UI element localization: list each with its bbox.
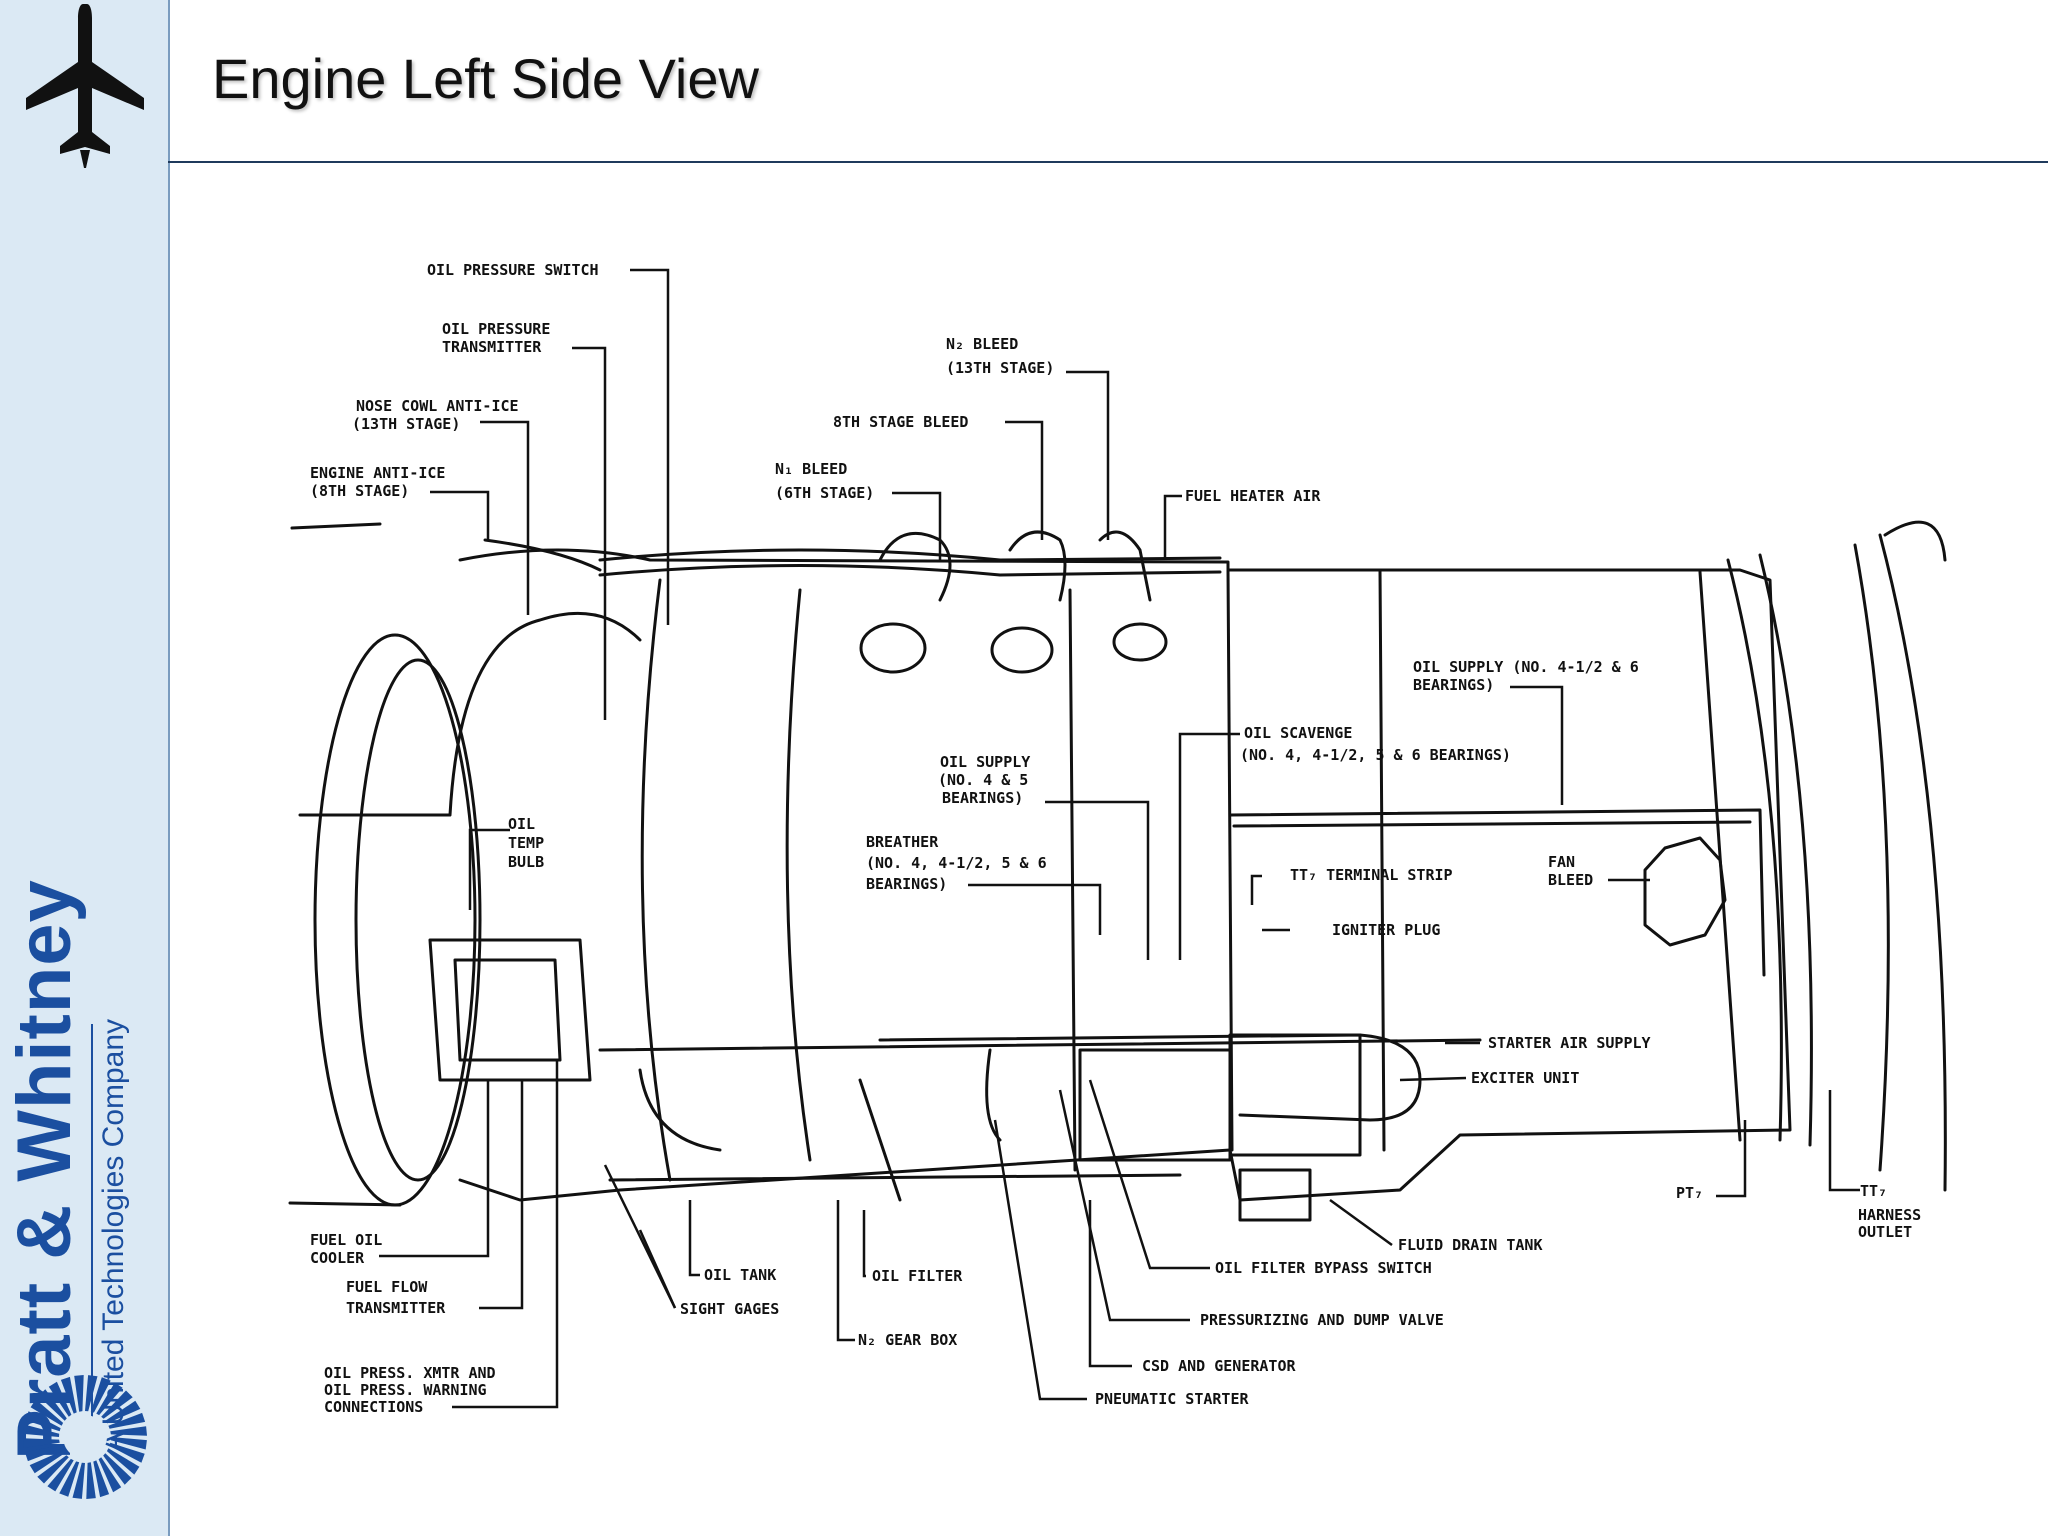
sidebar: Pratt & Whitney A United Technologies Co… xyxy=(0,0,170,1536)
leader-lines xyxy=(379,268,1860,1409)
callout-fan-bleed-1: FAN xyxy=(1548,853,1575,871)
callout-oil-supply-4-5-3: BEARINGS) xyxy=(942,789,1023,807)
callout-starter-air-supply: STARTER AIR SUPPLY xyxy=(1488,1034,1651,1052)
callout-breather-2: (NO. 4, 4-1/2, 5 & 6 xyxy=(866,854,1047,872)
callout-n2-bleed-2: (13TH STAGE) xyxy=(946,359,1054,377)
callout-oil-temp-bulb-1: OIL xyxy=(508,815,535,833)
callout-pt7: PT₇ xyxy=(1676,1184,1703,1202)
callout-igniter-plug: IGNITER PLUG xyxy=(1332,921,1440,939)
callout-n1-bleed-1: N₁ BLEED xyxy=(775,460,847,478)
callout-fan-bleed-2: BLEED xyxy=(1548,871,1593,889)
callout-pressurizing-dump-valve: PRESSURIZING AND DUMP VALVE xyxy=(1200,1311,1444,1329)
callout-engine-anti-ice-2: (8TH STAGE) xyxy=(310,482,409,500)
callout-n2-bleed-1: N₂ BLEED xyxy=(946,335,1018,353)
callout-oil-supply-4-half-6-2: BEARINGS) xyxy=(1413,676,1494,694)
callout-n1-bleed-2: (6TH STAGE) xyxy=(775,484,874,502)
callout-oil-temp-bulb-2: TEMP xyxy=(508,834,544,852)
callout-oil-filter-bypass-switch: OIL FILTER BYPASS SWITCH xyxy=(1215,1259,1432,1277)
callout-fuel-flow-transmitter-2: TRANSMITTER xyxy=(346,1299,446,1317)
title-divider xyxy=(168,161,2048,163)
callout-fluid-drain-tank: FLUID DRAIN TANK xyxy=(1398,1236,1543,1254)
callout-pneumatic-starter: PNEUMATIC STARTER xyxy=(1095,1390,1249,1408)
callout-oil-temp-bulb-3: BULB xyxy=(508,853,544,871)
callout-breather-1: BREATHER xyxy=(866,833,939,851)
callout-oil-press-xmtr-1: OIL PRESS. XMTR AND xyxy=(324,1364,496,1382)
callout-oil-pressure-transmitter-1: OIL PRESSURE xyxy=(442,320,550,338)
callout-csd-generator: CSD AND GENERATOR xyxy=(1142,1357,1296,1375)
callout-oil-supply-4-half-6-1: OIL SUPPLY (NO. 4-1/2 & 6 xyxy=(1413,658,1639,676)
callout-sight-gages: SIGHT GAGES xyxy=(680,1300,779,1318)
callout-oil-scavenge-1: OIL SCAVENGE xyxy=(1244,724,1352,742)
callout-8th-stage-bleed: 8TH STAGE BLEED xyxy=(833,413,968,431)
callout-n2-gear-box: N₂ GEAR BOX xyxy=(858,1331,957,1349)
callout-fuel-heater-air: FUEL HEATER AIR xyxy=(1185,487,1321,505)
callout-oil-filter: OIL FILTER xyxy=(872,1267,963,1285)
callout-engine-anti-ice-1: ENGINE ANTI-ICE xyxy=(310,464,445,482)
callout-exciter-unit: EXCITER UNIT xyxy=(1471,1069,1579,1087)
company-logo-icon xyxy=(23,1375,147,1499)
callout-breather-3: BEARINGS) xyxy=(866,875,947,893)
engine-drawing xyxy=(288,520,1947,1222)
callout-oil-supply-4-5-1: OIL SUPPLY xyxy=(940,753,1030,771)
callout-tt7-harness-outlet-1: TT₇ xyxy=(1860,1182,1887,1200)
callout-oil-tank: OIL TANK xyxy=(704,1266,776,1284)
callout-labels: OIL PRESSURE SWITCH OIL PRESSURE TRANSMI… xyxy=(310,261,1921,1416)
callout-tt7-harness-outlet-2: HARNESS xyxy=(1858,1206,1921,1224)
callout-tt7-harness-outlet-3: OUTLET xyxy=(1858,1223,1912,1241)
callout-oil-supply-4-5-2: (NO. 4 & 5 xyxy=(938,771,1028,789)
callout-nose-cowl-anti-ice-2: (13TH STAGE) xyxy=(352,415,460,433)
callout-oil-pressure-switch: OIL PRESSURE SWITCH xyxy=(427,261,599,279)
airplane-icon xyxy=(26,4,144,168)
callout-fuel-oil-cooler-1: FUEL OIL xyxy=(310,1231,382,1249)
callout-nose-cowl-anti-ice-1: NOSE COWL ANTI-ICE xyxy=(356,397,519,415)
callout-oil-pressure-transmitter-2: TRANSMITTER xyxy=(442,338,542,356)
callout-oil-scavenge-2: (NO. 4, 4-1/2, 5 & 6 BEARINGS) xyxy=(1240,746,1511,764)
callout-oil-press-xmtr-3: CONNECTIONS xyxy=(324,1398,423,1416)
page-title: Engine Left Side View xyxy=(212,47,759,110)
callout-fuel-oil-cooler-2: COOLER xyxy=(310,1249,365,1267)
callout-tt7-terminal-strip: TT₇ TERMINAL STRIP xyxy=(1290,866,1453,884)
callout-oil-press-xmtr-2: OIL PRESS. WARNING xyxy=(324,1381,487,1399)
callout-fuel-flow-transmitter-1: FUEL FLOW xyxy=(346,1278,428,1296)
